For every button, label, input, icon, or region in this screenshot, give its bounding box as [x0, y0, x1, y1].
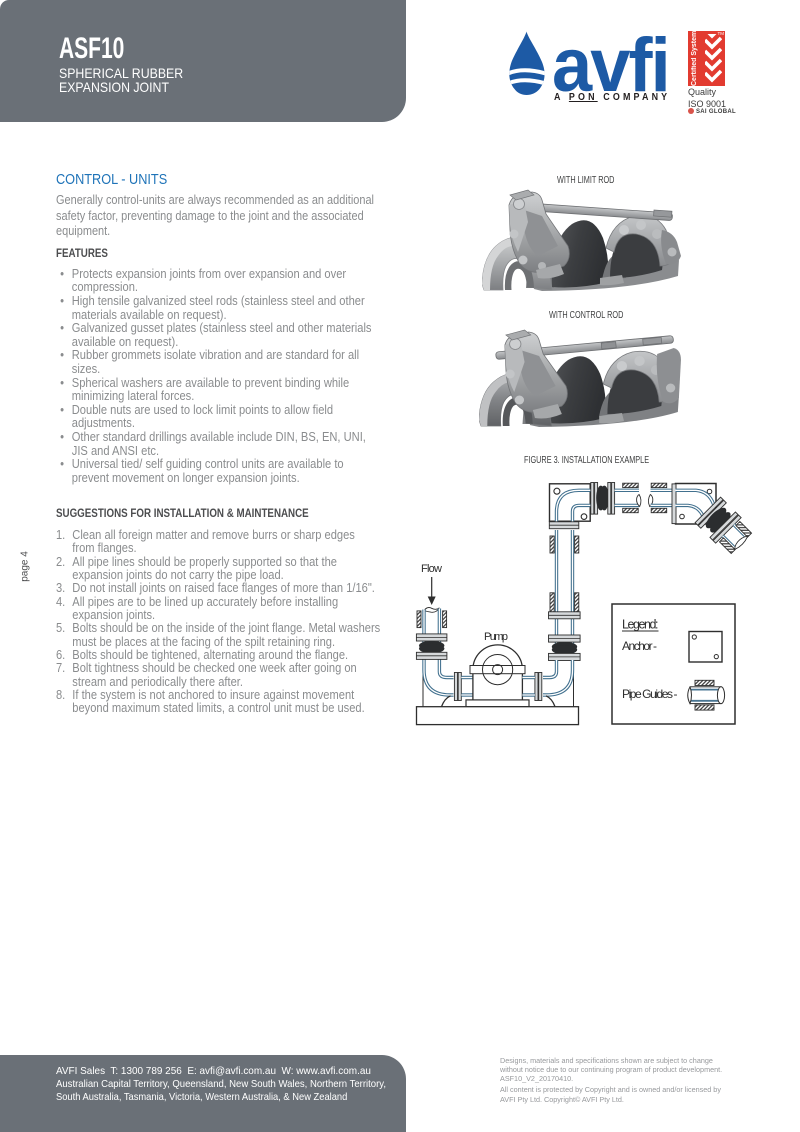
svg-text:Pump: Pump — [484, 631, 508, 643]
svg-text:Pipe Guides -: Pipe Guides - — [622, 687, 678, 701]
svg-text:Flow: Flow — [421, 563, 442, 575]
svg-text:Anchor -: Anchor - — [622, 639, 657, 653]
svg-text:Legend:: Legend: — [622, 617, 659, 631]
